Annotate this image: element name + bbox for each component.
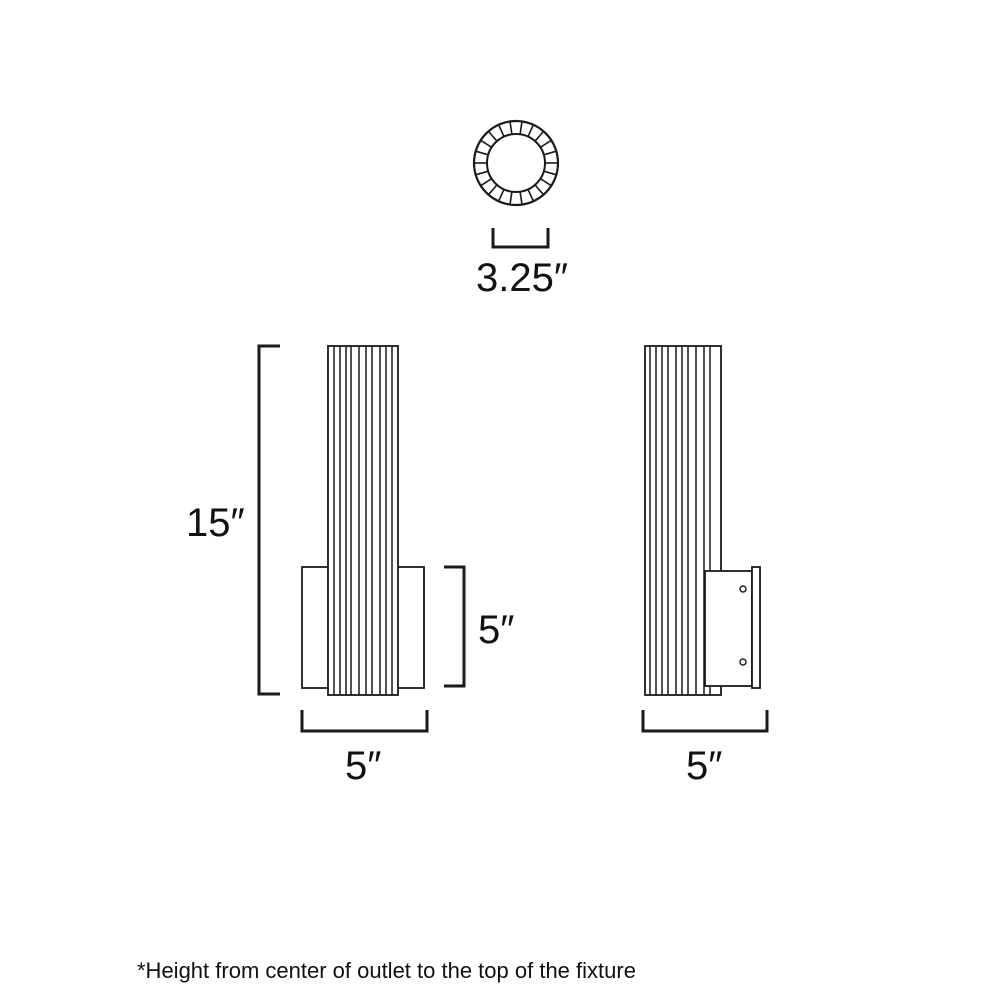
side-view-mount-bracket: [704, 570, 753, 687]
ring-flute-line: [527, 189, 535, 202]
ring-flute-line: [527, 124, 535, 137]
height-bracket: [257, 344, 280, 696]
side-view-screw-bottom: [739, 658, 747, 666]
side-depth-label: 5″: [686, 744, 723, 788]
top-diameter-bracket: [491, 228, 550, 249]
front-width-bracket: [300, 710, 429, 733]
top-view-inner-circle: [486, 133, 546, 193]
side-view-screw-top: [739, 585, 747, 593]
ring-flute-line: [543, 170, 557, 176]
ring-flute-line: [475, 170, 489, 176]
backplate-height-label: 5″: [478, 608, 515, 652]
side-view: [644, 345, 761, 696]
ring-flute-line: [534, 184, 545, 196]
ring-flute-line: [539, 178, 552, 187]
ring-flute-line: [519, 121, 523, 135]
ring-flute-line: [509, 121, 513, 135]
top-view: [472, 119, 560, 207]
backplate-bracket: [444, 565, 466, 688]
ring-flute-line: [480, 178, 493, 187]
ring-flute-line: [519, 191, 523, 205]
ring-flute-line: [534, 130, 545, 142]
ring-flute-line: [497, 189, 505, 202]
side-view-flutes: [649, 346, 711, 695]
ring-flute-line: [480, 139, 493, 148]
footnote: *Height from center of outlet to the top…: [137, 958, 636, 983]
ring-flute-line: [475, 150, 489, 156]
front-view: [301, 345, 425, 696]
ring-flute-line: [487, 184, 498, 196]
top-view-flutes: [474, 121, 558, 205]
front-view-body: [327, 345, 399, 696]
ring-flute-line: [487, 130, 498, 142]
side-width-bracket: [641, 710, 769, 733]
ring-flute-line: [509, 191, 513, 205]
side-view-body: [644, 345, 722, 696]
ring-flute-line: [497, 124, 505, 137]
ring-flute-line: [543, 150, 557, 156]
front-view-flutes: [333, 346, 393, 695]
front-width-label: 5″: [345, 744, 382, 788]
overall-height-label: 15″: [186, 501, 245, 545]
top-diameter-label: 3.25″: [476, 256, 569, 300]
ring-flute-line: [539, 139, 552, 148]
side-view-wall-plate: [751, 566, 761, 689]
